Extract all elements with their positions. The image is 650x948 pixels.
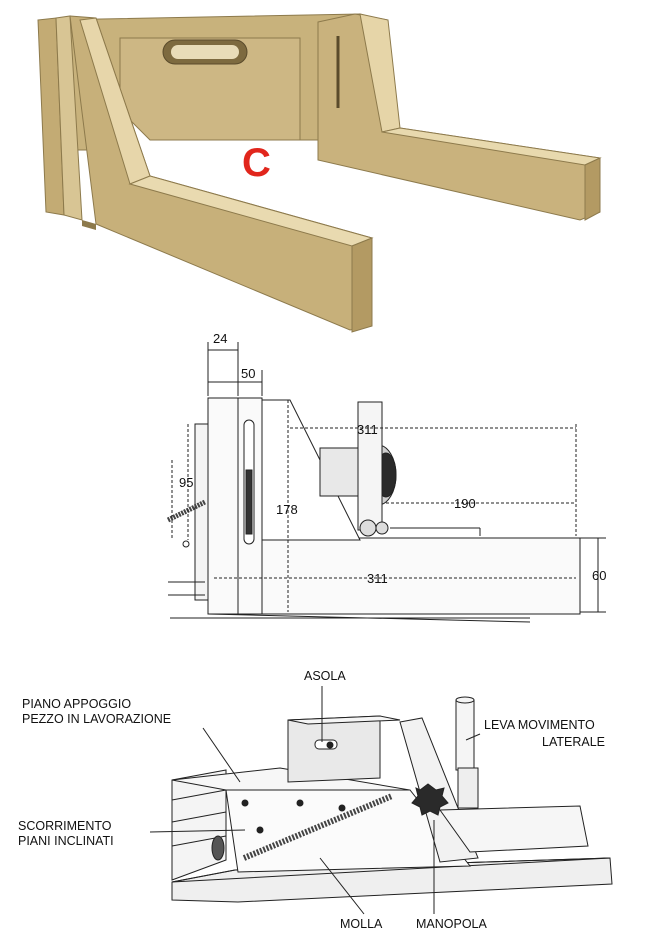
leader-scorrimento [149,829,246,833]
leader-molla [319,857,365,915]
spring-in-slot [245,469,253,535]
right-arm [317,13,601,221]
lever-post [455,699,475,771]
front-arm-foot [82,220,96,230]
dim-label-311-bottom: 311 [367,571,388,586]
assembly-labels: ASOLA PIANO APPOGGIO PEZZO IN LAVORAZION… [18,669,605,931]
dim-label-95: 95 [179,475,193,490]
plane-line-2 [171,811,227,823]
dim-label-60: 60 [592,568,606,583]
triangle-gusset [261,399,361,541]
screw-4 [256,826,264,834]
label-leva-1: LEVA MOVIMENTO [484,718,595,732]
plane-line-1 [171,789,227,801]
back-slot-inner [171,45,239,59]
spring-left [166,499,207,523]
screw-mark [182,540,190,548]
knob [411,783,449,816]
label-molla: MOLLA [340,917,383,931]
dimension-drawing [166,342,606,623]
right-arm-end [584,157,601,221]
left-plate [207,397,239,615]
dimension-labels: 24 50 311 95 178 190 311 60 [179,331,606,586]
label-asola: ASOLA [304,669,346,683]
right-rail [439,805,589,853]
spring [242,793,394,861]
wooden-jig-3d: C [37,13,602,333]
back-block-top [287,715,401,725]
lever-base [457,767,479,809]
dim-label-178: 178 [276,502,298,517]
leader-piano [202,727,241,783]
assembly-drawing [149,686,613,915]
floor-line-2 [207,613,531,623]
inclined-face [225,789,472,873]
label-piano-1: PIANO APPOGGIO [22,697,131,711]
panel-letter: C [242,141,271,185]
roller [211,835,225,861]
dim-label-50: 50 [241,366,255,381]
label-manopola: MANOPOLA [416,917,488,931]
lever-post-top [455,696,475,704]
label-piano-2: PEZZO IN LAVORAZIONE [22,712,171,726]
leader-leva [465,733,481,741]
screw-1 [241,799,249,807]
block-slot [314,739,338,750]
dim-label-311-top: 311 [357,422,378,437]
screw-3 [338,804,346,812]
lever-knob-2 [375,521,389,535]
screw-2 [296,799,304,807]
base-plate [207,537,581,615]
label-leva-2: LATERALE [542,735,605,749]
side-lever [357,401,383,531]
label-scorrimento-1: SCORRIMENTO [18,819,112,833]
dim-label-24: 24 [213,331,227,346]
left-small-plate [194,423,210,601]
slot-bolt [326,741,334,749]
front-arm-end [351,237,373,333]
dim-label-190: 190 [454,496,476,511]
lever-knob [359,519,377,537]
label-scorrimento-2: PIANI INCLINATI [18,834,114,848]
